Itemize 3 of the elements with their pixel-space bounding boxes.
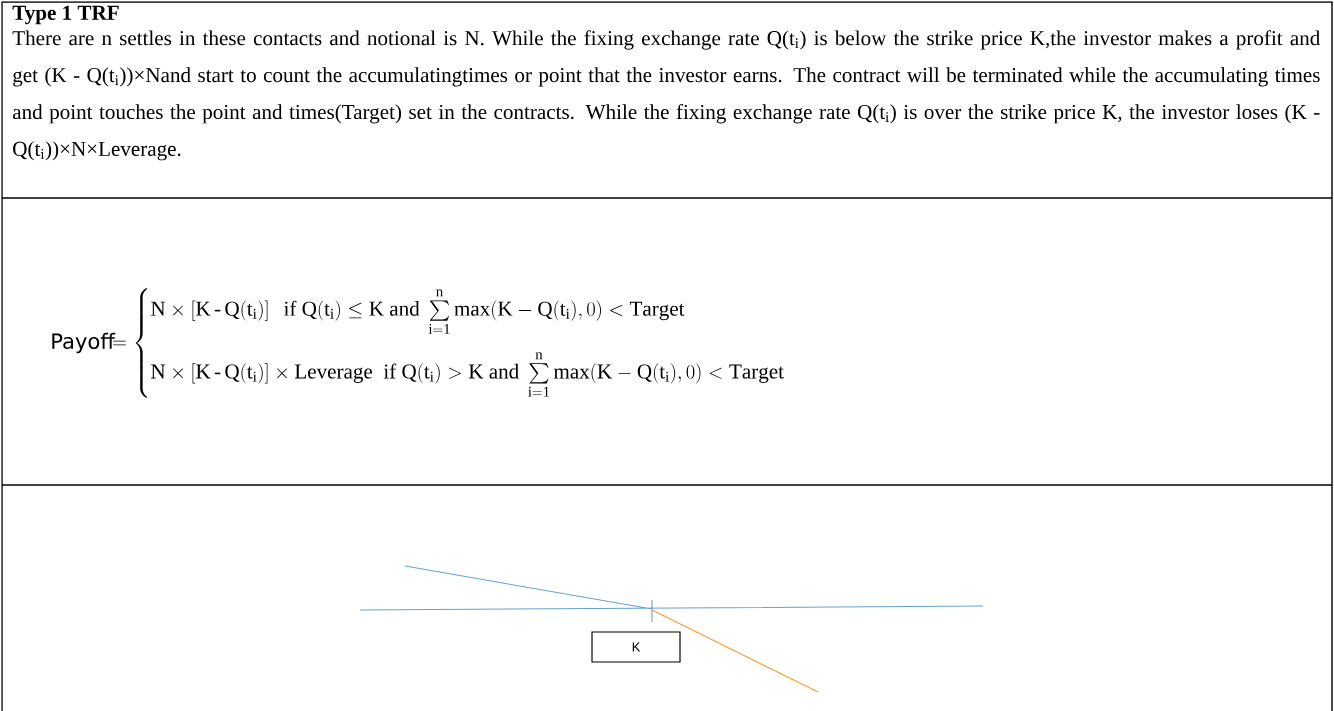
heading: Type 1 TRF bbox=[12, 5, 119, 25]
paragraph: There are n settles in these contacts and notional is N. While the fixing exchange rate Q(t$_{i}$) is below the strike price K,the investor makes a profit and get (K - Q(t$_{i}$))×Nand start to count the accumulatingtimes or point that the investor earns. The contract will be terminated while the accumulating times and point touches the point and times(Target) set in the contracts. While the fixing exchange rate Q(t$_{i}$) is over the strike price K, the investor loses (K - Q(t$_{i}$))×N×Leverage. bbox=[12, 30, 1320, 161]
strike-label-box: K bbox=[591, 631, 681, 663]
